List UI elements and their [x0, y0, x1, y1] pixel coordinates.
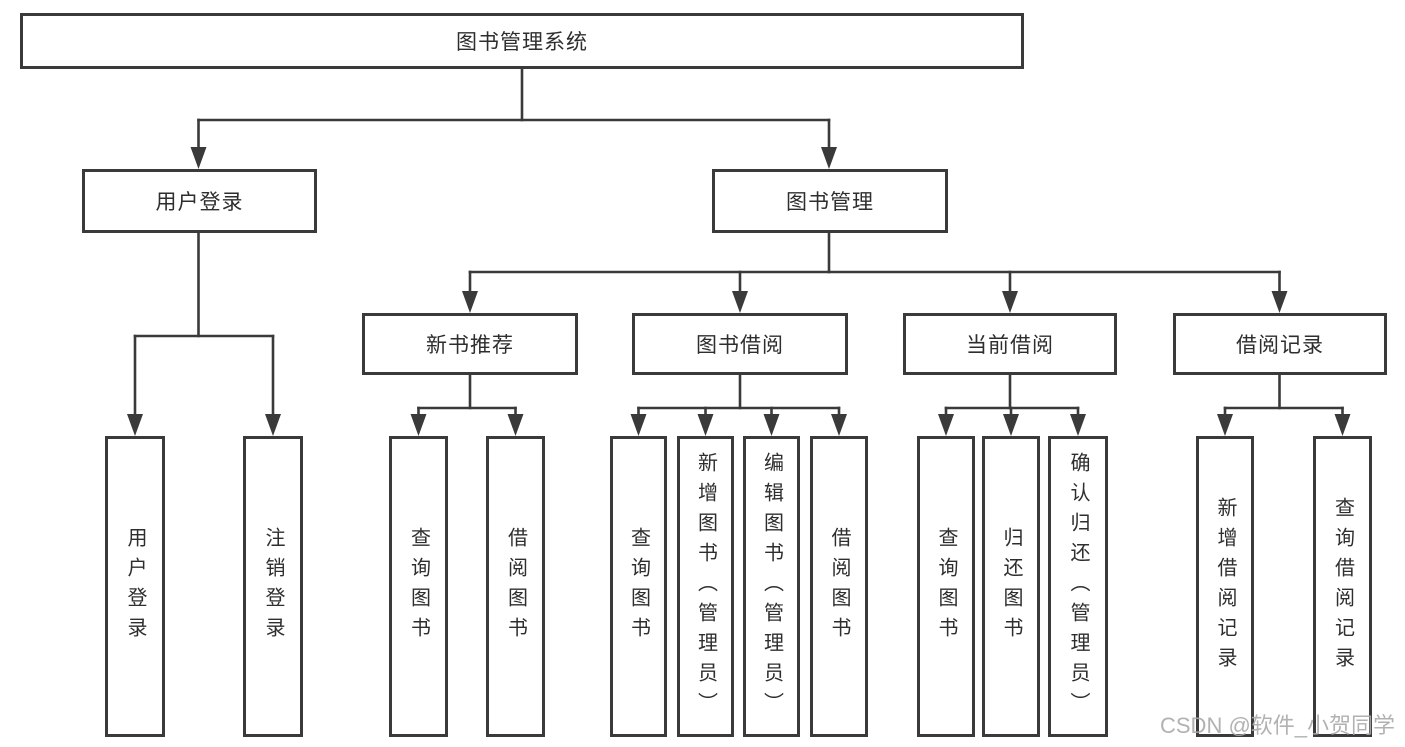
node-leaf-borrow-books-recommend-label: 借阅图书 [504, 526, 527, 647]
node-current-borrowing-label: 当前借阅 [966, 334, 1054, 357]
node-book-borrowing: 图书借阅 [632, 313, 848, 375]
connector-root [190, 67, 837, 169]
node-current-borrowing: 当前借阅 [903, 313, 1117, 375]
node-leaf-borrow-books-recommend: 借阅图书 [486, 436, 545, 737]
node-leaf-user-login: 用户登录 [105, 436, 165, 737]
connector-new-book-recommend [410, 373, 524, 436]
connector-borrowing-records [1217, 373, 1351, 436]
node-borrowing-records-label: 借阅记录 [1236, 334, 1324, 357]
node-book-management: 图书管理 [712, 169, 948, 233]
node-library-system: 图书管理系统 [20, 13, 1024, 69]
node-leaf-borrow-books-borrowing: 借阅图书 [810, 436, 868, 737]
connector-current-borrowing [938, 373, 1086, 436]
node-leaf-add-borrow-record-label: 新增借阅记录 [1214, 496, 1236, 677]
node-new-book-recommend: 新书推荐 [362, 313, 578, 375]
node-leaf-confirm-return-admin-label: 确认归还（管理员） [1067, 451, 1089, 722]
node-leaf-query-books-recommend-label: 查询图书 [407, 526, 430, 647]
connector-user-login [127, 231, 281, 436]
node-leaf-query-borrow-record-label: 查询借阅记录 [1331, 496, 1354, 677]
connector-book-borrowing [630, 373, 847, 436]
node-leaf-query-books-borrowing-label: 查询图书 [627, 526, 650, 647]
node-borrowing-records: 借阅记录 [1173, 313, 1387, 375]
node-book-management-label: 图书管理 [786, 191, 874, 214]
node-library-system-label: 图书管理系统 [456, 31, 588, 54]
node-leaf-query-books-recommend: 查询图书 [389, 436, 448, 737]
watermark: CSDN @软件_小贺同学 [1160, 713, 1396, 738]
node-leaf-query-books-current-label: 查询图书 [935, 526, 957, 647]
node-leaf-edit-book-admin-label: 编辑图书（管理员） [760, 451, 783, 722]
node-leaf-confirm-return-admin: 确认归还（管理员） [1048, 436, 1108, 737]
node-new-book-recommend-label: 新书推荐 [426, 334, 514, 357]
connector-book-management [462, 231, 1288, 313]
node-leaf-user-login-label: 用户登录 [124, 526, 146, 647]
node-leaf-edit-book-admin: 编辑图书（管理员） [743, 436, 800, 737]
node-leaf-add-book-admin: 新增图书（管理员） [677, 436, 734, 737]
node-leaf-add-borrow-record: 新增借阅记录 [1196, 436, 1254, 737]
node-leaf-logout: 注销登录 [243, 436, 303, 737]
node-leaf-return-books: 归还图书 [982, 436, 1040, 737]
node-leaf-logout-label: 注销登录 [262, 526, 284, 647]
node-user-login: 用户登录 [82, 169, 317, 233]
node-leaf-query-borrow-record: 查询借阅记录 [1313, 436, 1372, 737]
node-leaf-query-books-borrowing: 查询图书 [610, 436, 667, 737]
node-user-login-label: 用户登录 [155, 191, 244, 214]
node-book-borrowing-label: 图书借阅 [696, 334, 784, 357]
node-leaf-add-book-admin-label: 新增图书（管理员） [694, 451, 717, 722]
node-leaf-query-books-current: 查询图书 [917, 436, 975, 737]
node-leaf-borrow-books-borrowing-label: 借阅图书 [828, 526, 850, 647]
node-leaf-return-books-label: 归还图书 [1000, 526, 1022, 647]
